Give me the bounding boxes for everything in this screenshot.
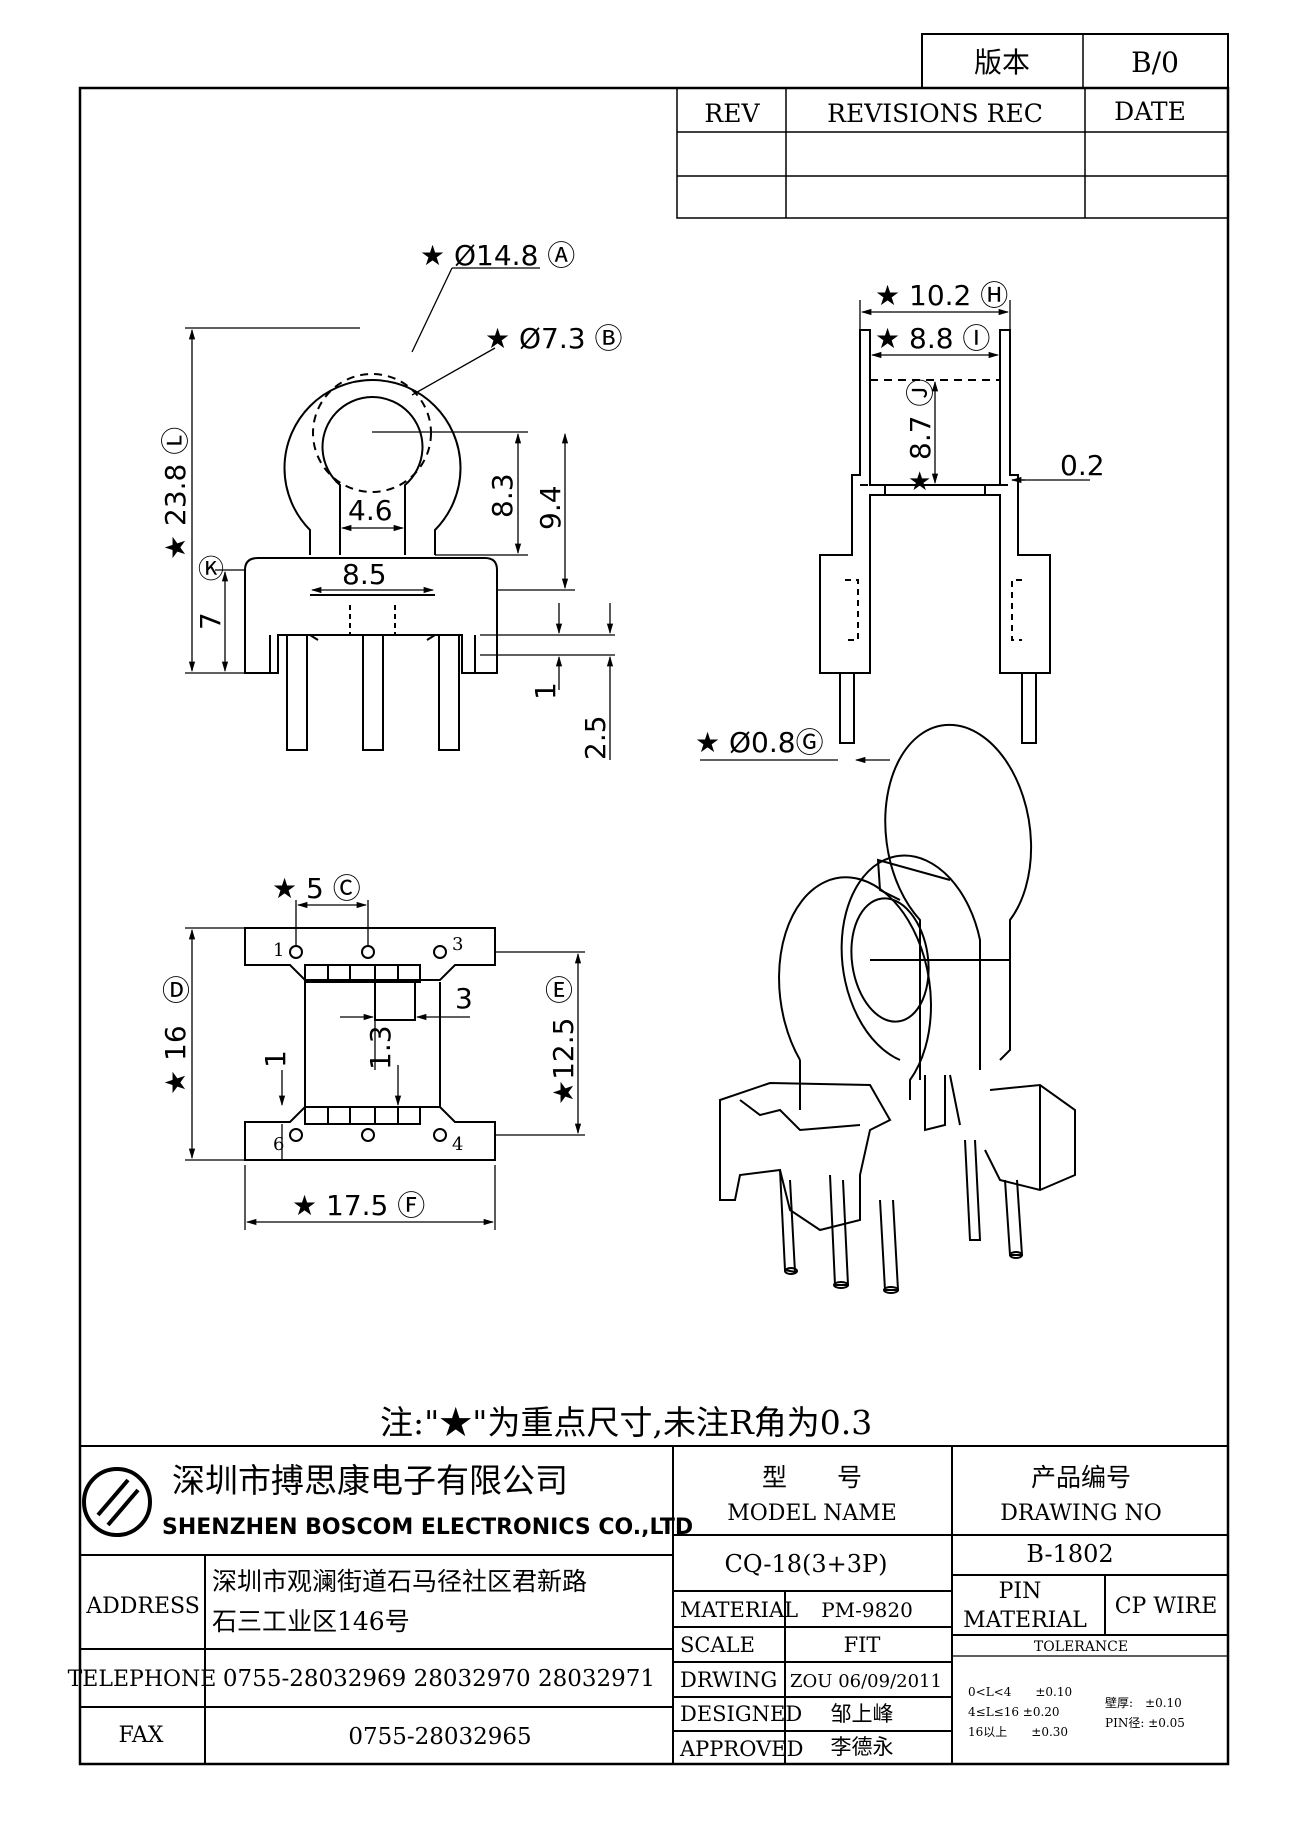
company-logo bbox=[82, 1467, 152, 1537]
version-box: 版本 B/0 bbox=[921, 33, 1229, 89]
dim-1: 1 bbox=[529, 682, 562, 700]
tolerance-wall: 壁厚: ±0.10 bbox=[1105, 1695, 1182, 1710]
side-view-labels: ★ 10.2 Ⓗ ★ 8.8 Ⓘ 8.7 Ⓙ ★ 0.2 ★ Ø0.8Ⓖ bbox=[695, 279, 1105, 759]
version-label: 版本 bbox=[974, 46, 1030, 79]
dim-i: ★ 8.8 Ⓘ bbox=[875, 322, 990, 355]
dim-a: ★ Ø14.8 Ⓐ bbox=[420, 239, 575, 272]
dim-12-5: ★12.5 bbox=[547, 1018, 580, 1105]
pin-material-label: MATERIAL bbox=[963, 1608, 1087, 1633]
telephone-label: TELEPHONE bbox=[68, 1667, 217, 1692]
fax-label: FAX bbox=[119, 1723, 164, 1748]
dim-16: ★ 16 bbox=[159, 1025, 192, 1095]
dim-g: ★ Ø0.8Ⓖ bbox=[695, 726, 824, 759]
scale-value: FIT bbox=[844, 1633, 881, 1657]
dim-1-3: 1.3 bbox=[364, 1025, 397, 1070]
pin-material-value: CP WIRE bbox=[1115, 1594, 1218, 1619]
pin-3-label: 3 bbox=[452, 934, 463, 955]
designed-label: DESIGNED bbox=[680, 1702, 802, 1726]
tolerance-label: TOLERANCE bbox=[1034, 1639, 1128, 1655]
dim-e: Ⓔ bbox=[545, 974, 573, 1007]
dim-h: ★ 10.2 Ⓗ bbox=[875, 279, 1008, 312]
address-line2: 石三工业区146号 bbox=[212, 1607, 410, 1636]
fax-value: 0755-28032965 bbox=[348, 1724, 531, 1750]
date-header: DATE bbox=[1114, 97, 1186, 126]
dim-j-star: ★ bbox=[908, 467, 931, 497]
dim-b: ★ Ø7.3 Ⓑ bbox=[485, 322, 622, 355]
scale-label: SCALE bbox=[680, 1633, 755, 1657]
side-view bbox=[819, 329, 1051, 744]
dim-c: ★ 5 Ⓒ bbox=[272, 872, 361, 905]
front-view-labels: ★ Ø14.8 Ⓐ ★ Ø7.3 Ⓑ ★ 23.8 Ⓛ Ⓚ 7 4.6 8.3 … bbox=[159, 239, 622, 760]
address-line1: 深圳市观澜街道石马径社区君新路 bbox=[212, 1567, 587, 1596]
address-label: ADDRESS bbox=[85, 1594, 200, 1619]
material-value: PM-9820 bbox=[821, 1598, 913, 1622]
dim-2-5: 2.5 bbox=[579, 715, 612, 760]
rev-header: REV bbox=[704, 99, 760, 128]
tolerance-pin: PIN径: ±0.05 bbox=[1105, 1716, 1185, 1730]
tolerance-row-2: 4≤L≤16 ±0.20 bbox=[968, 1705, 1060, 1719]
company-name-cn: 深圳市搏思康电子有限公司 bbox=[172, 1461, 568, 1500]
bottom-view-dimensions bbox=[185, 900, 585, 1230]
dim-l: ★ 23.8 Ⓛ bbox=[159, 427, 192, 560]
company-name-en: SHENZHEN BOSCOM ELECTRONICS CO.,LTD bbox=[162, 1515, 693, 1540]
isometric-view bbox=[719, 724, 1076, 1294]
front-view bbox=[244, 373, 498, 751]
drawing-value: ZOU 06/09/2011 bbox=[790, 1671, 942, 1692]
pin-label: PIN bbox=[999, 1579, 1042, 1604]
title-block bbox=[80, 1445, 1228, 1764]
dim-7: 7 bbox=[194, 612, 227, 630]
dim-f: ★ 17.5 Ⓕ bbox=[292, 1189, 425, 1222]
dim-d: Ⓓ bbox=[162, 974, 190, 1007]
dim-8-3: 8.3 bbox=[486, 473, 519, 518]
drawing-note: 注:"★"为重点尺寸,未注R角为0.3 bbox=[380, 1403, 872, 1442]
front-view-dimensions bbox=[185, 267, 615, 760]
side-view-dimensions bbox=[700, 300, 1090, 764]
pin-6-label: 6 bbox=[273, 1134, 284, 1155]
dim-9-4: 9.4 bbox=[534, 485, 567, 530]
bottom-view bbox=[244, 927, 496, 1161]
pin-4-label: 4 bbox=[452, 1134, 463, 1155]
drawing-label: DRWING bbox=[680, 1668, 777, 1692]
dim-k: Ⓚ bbox=[198, 555, 224, 585]
sheet-frame bbox=[78, 86, 1230, 1766]
dim-3: 3 bbox=[455, 982, 473, 1015]
drawing-no-label-cn: 产品编号 bbox=[1031, 1463, 1131, 1492]
model-value: CQ-18(3+3P) bbox=[724, 1550, 887, 1578]
revisions-table: REV REVISIONS REC DATE bbox=[676, 87, 1229, 219]
revisions-rec-header: REVISIONS REC bbox=[827, 99, 1043, 128]
model-label-en: MODEL NAME bbox=[727, 1501, 897, 1526]
material-label: MATERIAL bbox=[680, 1598, 798, 1622]
dim-1-b: 1 bbox=[259, 1050, 292, 1068]
dim-j: 8.7 Ⓙ bbox=[904, 379, 937, 460]
version-value: B/0 bbox=[1131, 46, 1179, 79]
model-label-cn: 型 号 bbox=[762, 1463, 862, 1492]
designed-value: 邹上峰 bbox=[831, 1702, 894, 1726]
dim-8-5: 8.5 bbox=[342, 558, 387, 591]
approved-value: 李德永 bbox=[831, 1735, 894, 1759]
tolerance-row-1: 0<L<4 ±0.10 bbox=[968, 1685, 1072, 1699]
bottom-view-labels: ★ 5 Ⓒ Ⓓ ★ 16 Ⓔ ★12.5 3 1.3 1 ★ 17.5 Ⓕ 1 … bbox=[159, 872, 580, 1222]
tolerance-row-3: 16以上 ±0.30 bbox=[968, 1725, 1068, 1739]
telephone-value: 0755-28032969 28032970 28032971 bbox=[223, 1666, 655, 1692]
drawing-no-label-en: DRAWING NO bbox=[1000, 1501, 1162, 1526]
approved-label: APPROVED bbox=[679, 1737, 803, 1761]
dim-0-2: 0.2 bbox=[1060, 449, 1105, 482]
dim-4-6: 4.6 bbox=[348, 494, 393, 527]
drawing-no-value: B-1802 bbox=[1026, 1540, 1113, 1568]
pin-1-label: 1 bbox=[273, 940, 284, 961]
